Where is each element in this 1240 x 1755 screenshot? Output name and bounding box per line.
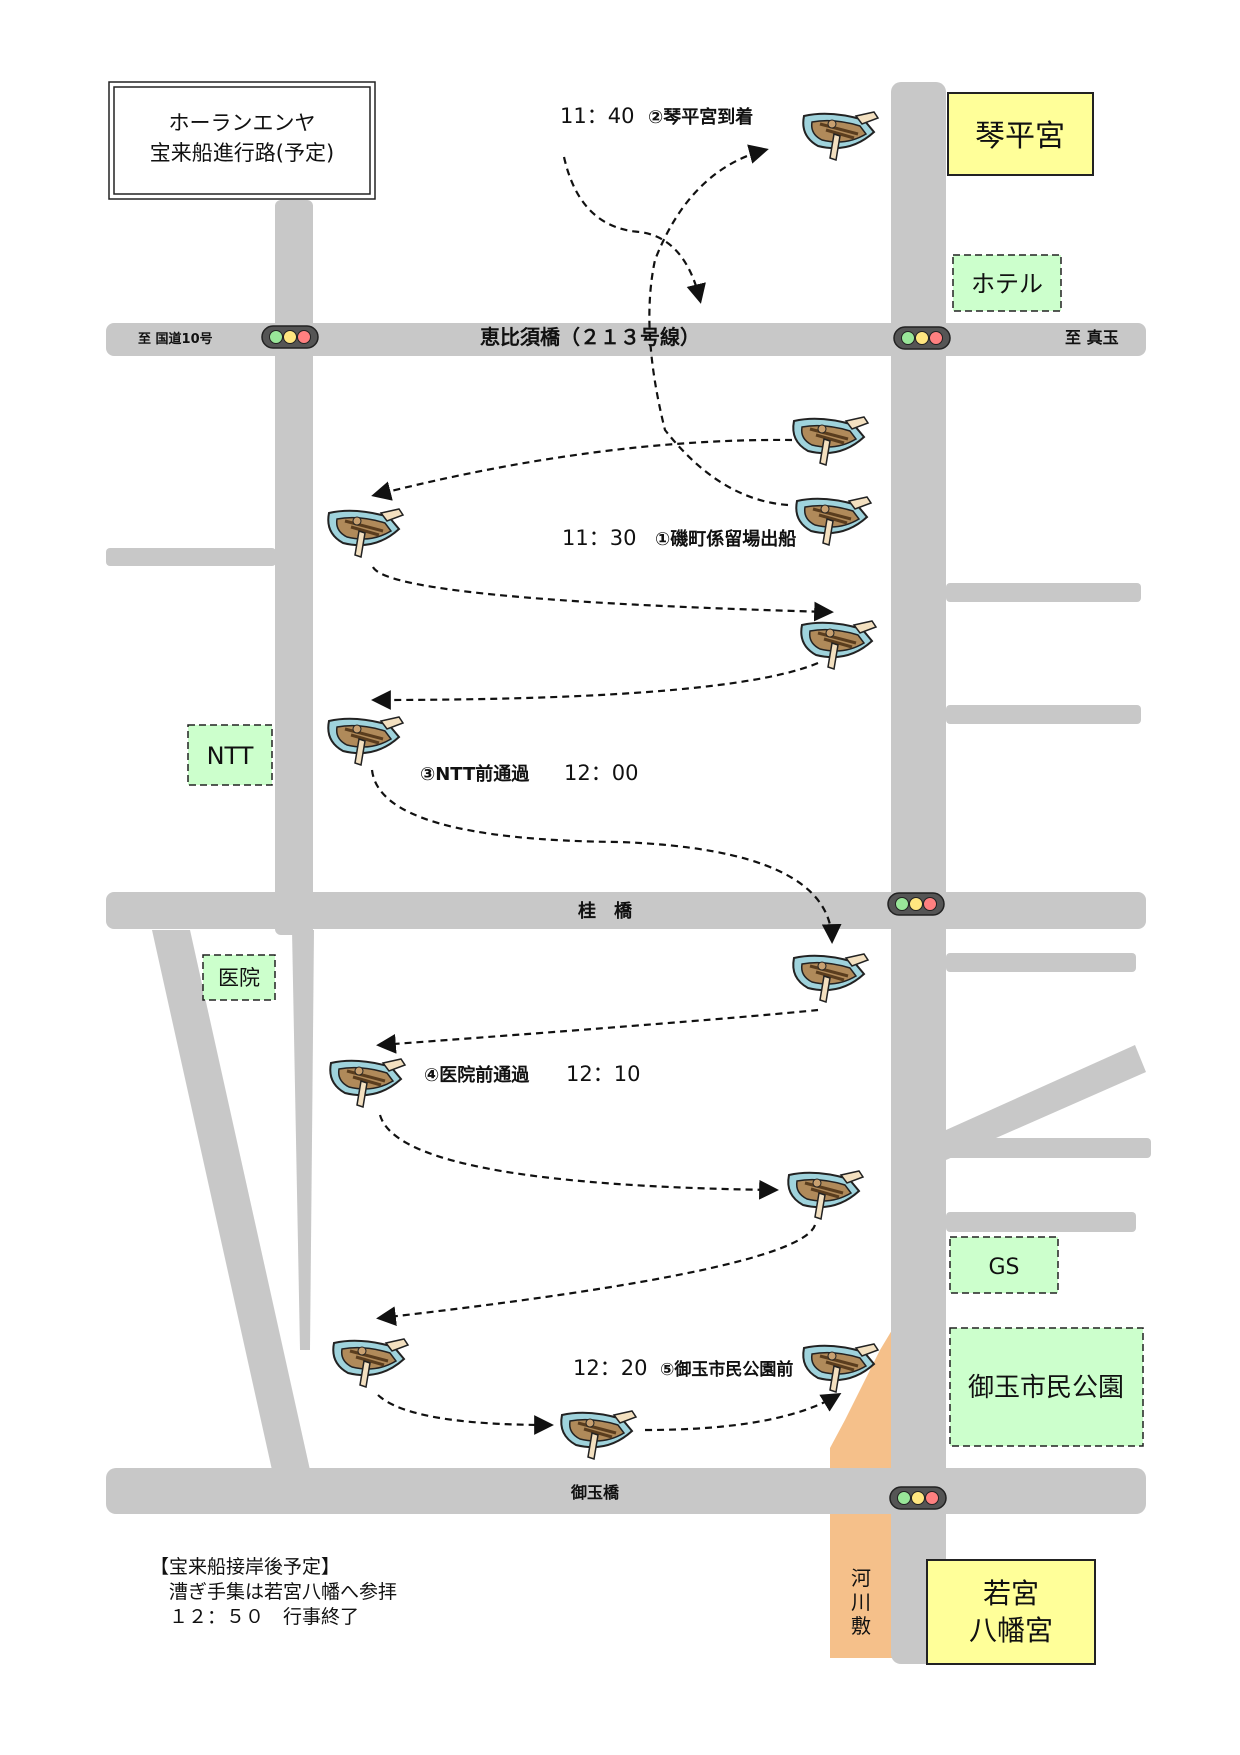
event-3-time: 12：00: [564, 761, 638, 785]
left-road-lower: [292, 930, 314, 1350]
boat-icon: [801, 110, 880, 162]
road-ebisu: [106, 323, 1146, 356]
arrow-icon: [377, 1394, 554, 1435]
title-box: ホーランエンヤ 宝来船進行路(予定): [108, 81, 376, 200]
road-mitama: [106, 1468, 1146, 1514]
arrow-icon: [376, 1008, 819, 1054]
arrow-icon: [644, 1392, 842, 1432]
traffic-light-icon: [261, 325, 319, 349]
place-gs: GS: [949, 1236, 1059, 1294]
main-road-vertical: [891, 82, 946, 1664]
side-street-r5: [946, 1212, 1136, 1232]
diagonal-street-right: [946, 1045, 1146, 1160]
arrow-icon: [648, 144, 789, 507]
place-label: 若宮: [983, 1577, 1039, 1610]
road-label-to-shingyoku: 至 真玉: [1065, 328, 1119, 347]
event-labels: 11：40 ②琴平宮到着 11：30 ①磯町係留場出船 ③NTT前通過 12：0…: [420, 104, 796, 1380]
boat-icon: [786, 1169, 865, 1221]
title-line-1: ホーランエンヤ: [169, 111, 316, 135]
boat-icon: [328, 1057, 407, 1109]
road-label-to-route10: 至 国道10号: [138, 331, 213, 347]
notes-line-1: 漕ぎ手集は若宮八幡へ参拝: [150, 1581, 398, 1603]
arrow-icon: [370, 769, 842, 944]
place-hospital: 医院: [202, 954, 276, 1001]
event-5-time: 12：20: [573, 1356, 647, 1380]
svg-text:河川敷: 河川敷: [851, 1566, 871, 1638]
arrow-icon: [378, 1114, 779, 1200]
boat-icon: [559, 1409, 638, 1461]
boat-icon: [799, 619, 878, 671]
event-4-time: 12：10: [566, 1062, 640, 1086]
boat-icon: [331, 1337, 410, 1389]
place-label: GS: [988, 1255, 1019, 1280]
place-park: 御玉市民公園: [949, 1327, 1144, 1447]
arrow-icon: [372, 566, 834, 622]
road-label-ebisu: 恵比須橋（２１３号線）: [480, 325, 700, 349]
boat-icon: [326, 715, 405, 767]
diagonal-road-left: [152, 930, 310, 1470]
event-1-text: ①磯町係留場出船: [655, 528, 796, 550]
post-landing-notes: 【宝来船接岸後予定】 漕ぎ手集は若宮八幡へ参拝 １２：５０ 行事終了: [150, 1555, 397, 1630]
title-line-2: 宝来船進行路(予定): [150, 141, 334, 165]
place-label: 医院: [218, 966, 260, 990]
road-label-katsura: 桂 橋: [577, 900, 633, 922]
traffic-light-icon: [889, 1486, 947, 1510]
notes-line-2: １２：５０ 行事終了: [150, 1606, 360, 1628]
route-arrows: [370, 144, 842, 1435]
traffic-light-icon: [887, 892, 945, 916]
arrow-icon: [371, 438, 793, 501]
boat-icon: [791, 952, 870, 1004]
road-label-mitama: 御玉橋: [570, 1483, 620, 1502]
side-street-r2: [946, 705, 1141, 724]
traffic-light-icon: [893, 326, 951, 350]
arrow-icon: [371, 661, 819, 710]
place-wakamiya-hachimangu: 若宮 八幡宮: [926, 1559, 1096, 1665]
riverbed-label: 河川敷: [851, 1566, 871, 1638]
notes-heading: 【宝来船接岸後予定】: [150, 1556, 341, 1578]
boat-icon: [326, 507, 405, 559]
roads: [106, 82, 1151, 1664]
side-street-r3: [946, 953, 1136, 972]
place-kotohiragu: 琴平宮: [947, 92, 1094, 176]
boat-icon: [791, 415, 870, 467]
event-4-text: ④医院前通過: [424, 1064, 530, 1086]
event-3-text: ③NTT前通過: [420, 763, 530, 785]
left-road-vertical: [275, 200, 313, 935]
event-5-text: ⑤御玉市民公園前: [660, 1359, 793, 1380]
road-katsura: [106, 892, 1146, 929]
place-label: 琴平宮: [975, 119, 1065, 154]
side-street-left: [106, 548, 276, 566]
place-hotel: ホテル: [952, 254, 1062, 312]
side-street-r4: [946, 1138, 1151, 1158]
place-label: NTT: [207, 742, 254, 770]
arrow-icon: [376, 1224, 817, 1327]
place-label: 八幡宮: [969, 1614, 1053, 1647]
boats: [326, 110, 880, 1461]
arrow-icon: [562, 156, 706, 304]
event-2-time: 11：40: [560, 104, 634, 128]
event-2-text: ②琴平宮到着: [648, 106, 753, 128]
side-street-r1: [946, 583, 1141, 602]
place-ntt: NTT: [187, 724, 273, 786]
boat-icon: [794, 495, 873, 547]
place-label: ホテル: [971, 270, 1043, 298]
place-label: 御玉市民公園: [968, 1373, 1124, 1403]
event-1-time: 11：30: [562, 526, 636, 550]
